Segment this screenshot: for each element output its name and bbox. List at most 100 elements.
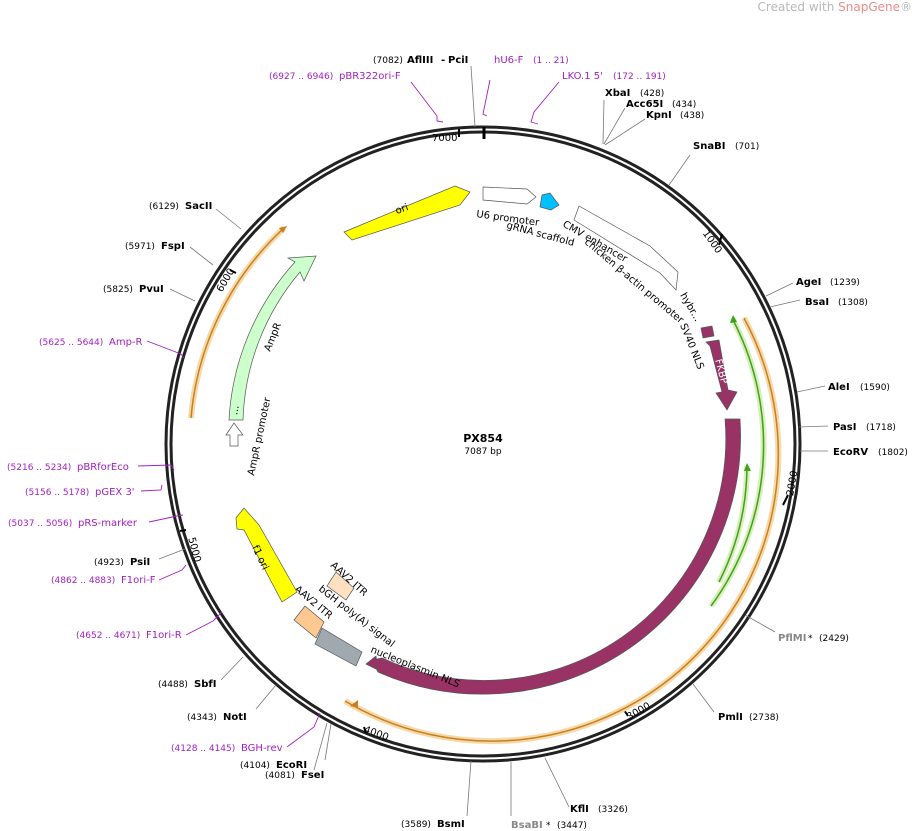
- primer-prs-marker[interactable]: (5037 .. 5056) pRS-marker: [8, 518, 138, 529]
- grna-scaffold-feature[interactable]: [539, 192, 560, 211]
- primer-pbr322ori-f[interactable]: (6927 .. 6946) pBR322ori-F: [269, 71, 401, 82]
- enzyme-pmli[interactable]: PmlI (2738): [718, 712, 779, 723]
- nucleoplasmin-nls-feature[interactable]: [365, 655, 379, 671]
- enzyme-snabi[interactable]: SnaBI (701): [693, 141, 759, 152]
- sv40-nls-feature[interactable]: [700, 325, 715, 339]
- svg-text:(3447): (3447): [557, 821, 587, 831]
- svg-text:(172 .. 191): (172 .. 191): [613, 72, 666, 82]
- enzyme-ecorv[interactable]: EcoRV (1802): [833, 447, 908, 458]
- credit-mark: ®: [900, 0, 912, 14]
- orange-arc-left: [190, 227, 285, 419]
- orange-arc-right-head: [350, 700, 358, 708]
- enzyme-pcii[interactable]: - PciI: [441, 55, 468, 66]
- svg-text:(701): (701): [735, 142, 759, 152]
- enzyme-noti[interactable]: (4343) NotI: [187, 712, 247, 723]
- enzyme-bsmi[interactable]: (3589) BsmI: [401, 819, 465, 830]
- aav2-itr-2-feature[interactable]: [293, 605, 325, 639]
- green-arc-2: [718, 465, 748, 583]
- ampr-promoter-label: AmpR promoter: [246, 396, 273, 477]
- svg-text:(6129): (6129): [149, 202, 179, 212]
- svg-text:(4923): (4923): [94, 558, 124, 568]
- enzyme-bsabi[interactable]: BsaBI * (3447): [511, 820, 587, 831]
- svg-text:XbaI: XbaI: [605, 88, 630, 99]
- svg-text:(1590): (1590): [860, 383, 890, 393]
- ori-feature[interactable]: [343, 185, 471, 241]
- enzyme-pflmi[interactable]: PflMI * (2429): [778, 633, 849, 644]
- enzyme-agei[interactable]: AgeI (1239): [796, 277, 860, 288]
- svg-text:(1802): (1802): [878, 448, 908, 458]
- plasmid-name: PX854: [463, 432, 503, 445]
- svg-text:BsmI: BsmI: [437, 819, 465, 830]
- primer-hu6-f[interactable]: hU6-F (1 .. 21): [494, 55, 569, 66]
- fkbp-feature[interactable]: [705, 339, 738, 411]
- svg-text:*: *: [808, 634, 813, 644]
- u6-promoter-feature[interactable]: [482, 186, 537, 205]
- enzyme-xbai[interactable]: XbaI (428): [605, 88, 664, 99]
- cmv-enhancer-feature[interactable]: [573, 205, 679, 291]
- svg-text:7000: 7000: [432, 133, 457, 144]
- ori-label: ori: [394, 202, 410, 217]
- svg-text:EcoRV: EcoRV: [833, 447, 868, 458]
- svg-text:-: -: [441, 55, 445, 66]
- enzyme-bsai[interactable]: BsaI (1308): [805, 297, 868, 308]
- svg-text:PvuI: PvuI: [139, 284, 164, 295]
- enzyme-pasi[interactable]: PasI (1718): [833, 422, 896, 433]
- enzyme-kfli[interactable]: KflI (3326): [570, 804, 628, 815]
- svg-text:PflMI: PflMI: [778, 633, 806, 644]
- enzyme-pvui[interactable]: (5825) PvuI: [103, 284, 164, 295]
- svg-text:(3589): (3589): [401, 820, 431, 830]
- green-arc-1: [710, 317, 765, 607]
- enzyme-kpni[interactable]: KpnI (438): [646, 110, 704, 121]
- svg-text:(1308): (1308): [838, 298, 868, 308]
- svg-text:EcoRI: EcoRI: [276, 760, 307, 771]
- primer-f1ori-f[interactable]: (4862 .. 4883) F1ori-F: [51, 575, 156, 586]
- ampr-feature[interactable]: [228, 255, 317, 421]
- svg-text:(1718): (1718): [866, 423, 896, 433]
- enzyme-ecori[interactable]: (4104) EcoRI: [240, 760, 307, 771]
- enzyme-fsei[interactable]: (4081) FseI: [265, 770, 324, 781]
- svg-text:PsiI: PsiI: [130, 557, 150, 568]
- f1-ori-feature[interactable]: [235, 507, 298, 603]
- svg-text:(434): (434): [672, 100, 696, 110]
- fkbp-label: FKBP: [712, 358, 729, 385]
- svg-text:AleI: AleI: [828, 382, 850, 393]
- enzyme-acc65i[interactable]: Acc65I (434): [626, 99, 696, 110]
- orange-arc-left-head: [279, 226, 287, 233]
- ampr-promoter-feature[interactable]: [225, 422, 244, 447]
- bgh-polya-feature[interactable]: [314, 627, 363, 667]
- green-arc-1-head: [730, 315, 737, 323]
- svg-text:KflI: KflI: [570, 804, 589, 815]
- primer-bgh-rev[interactable]: (4128 .. 4145) BGH-rev: [171, 743, 283, 754]
- tick-7000: 7000: [432, 129, 460, 144]
- ampr-label: AmpR: [263, 321, 284, 353]
- primer-pbrforeco[interactable]: (5216 .. 5234) pBRforEco: [7, 462, 129, 473]
- enzyme-fspi[interactable]: (5971) FspI: [125, 241, 185, 252]
- enzyme-afliii[interactable]: (7082) AflIII: [373, 55, 433, 66]
- svg-text:NotI: NotI: [223, 712, 247, 723]
- aav2-itr-1-feature[interactable]: [326, 571, 355, 601]
- enzyme-sacii[interactable]: (6129) SacII: [149, 201, 212, 212]
- snapgene-credit: Created with SnapGene®: [758, 0, 912, 14]
- svg-text:BsaI: BsaI: [805, 297, 829, 308]
- svg-text:FspI: FspI: [161, 241, 185, 252]
- svg-text:2000: 2000: [785, 470, 800, 497]
- svg-text:KpnI: KpnI: [646, 110, 672, 121]
- primer-f1ori-r[interactable]: (4652 .. 4671) F1ori-R: [76, 630, 182, 641]
- svg-text:pBRforEco: pBRforEco: [77, 462, 129, 473]
- svg-text:(5825): (5825): [103, 285, 133, 295]
- enzyme-alei[interactable]: AleI (1590): [828, 382, 890, 393]
- svg-text:PciI: PciI: [448, 55, 468, 66]
- primer-amp-r[interactable]: (5625 .. 5644) Amp-R: [39, 337, 143, 348]
- primer-leaders: [137, 79, 560, 748]
- cas9c-feature[interactable]: [371, 418, 741, 695]
- primer-pgex3[interactable]: (5156 .. 5178) pGEX 3': [25, 487, 135, 498]
- green-arc-2-head: [744, 463, 751, 471]
- enzyme-sbfi[interactable]: (4488) SbfI: [158, 679, 216, 690]
- primer-lko1-5[interactable]: LKO.1 5' (172 .. 191): [562, 71, 666, 82]
- svg-text:(4343): (4343): [187, 713, 217, 723]
- enzyme-psii[interactable]: (4923) PsiI: [94, 557, 150, 568]
- svg-text:Acc65I: Acc65I: [626, 99, 663, 110]
- svg-text:pGEX 3': pGEX 3': [95, 487, 135, 498]
- svg-text:*: *: [546, 821, 551, 831]
